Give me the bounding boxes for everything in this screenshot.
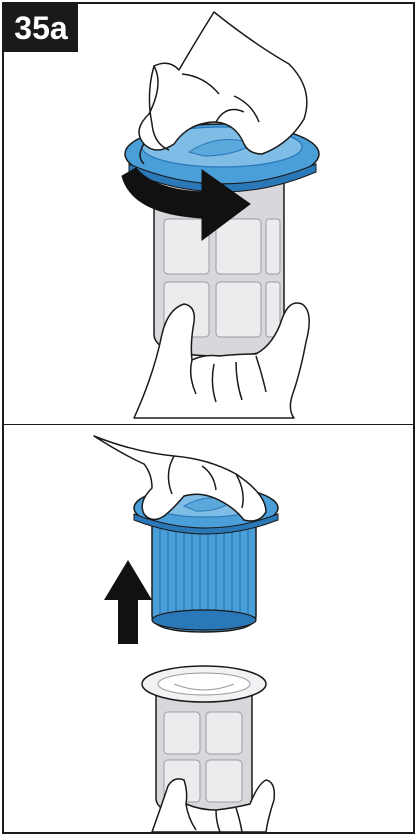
illustration bbox=[4, 4, 413, 832]
top-panel-illustration bbox=[122, 12, 319, 418]
mesh-basket bbox=[142, 666, 266, 816]
bottom-panel-illustration bbox=[94, 436, 278, 832]
lift-arrow-icon bbox=[104, 560, 152, 644]
pleated-filter-cartridge bbox=[152, 524, 256, 632]
